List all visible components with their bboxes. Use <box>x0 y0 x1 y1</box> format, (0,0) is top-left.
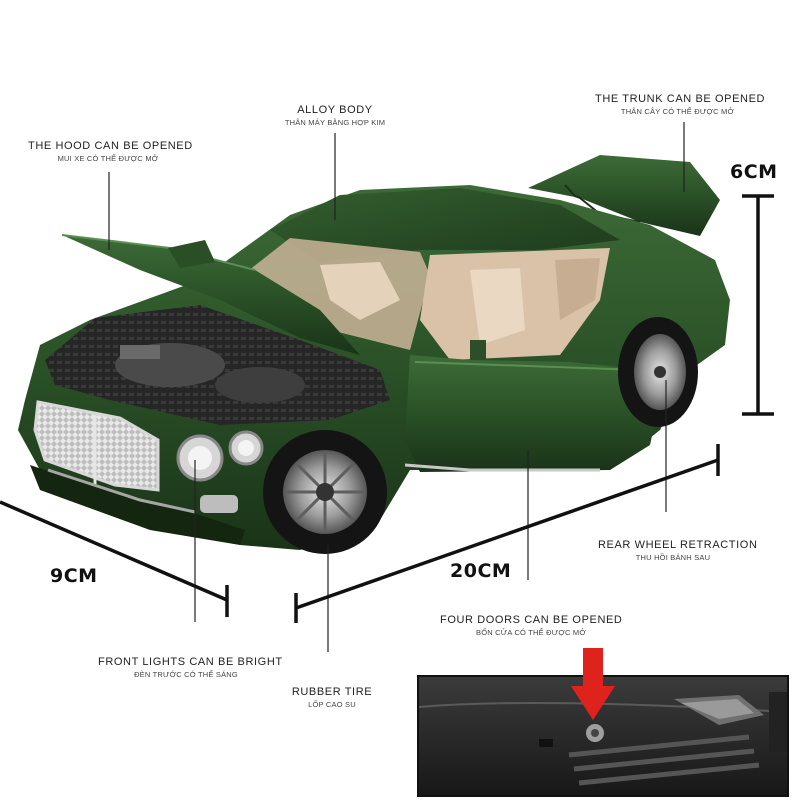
dimension-lines <box>0 194 774 623</box>
rear-wheel <box>618 317 698 427</box>
body-label: ALLOY BODY THÂN MÁY BẰNG HỢP KIM <box>265 104 405 127</box>
hood-label-vi: MUI XE CÓ THỂ ĐƯỢC MỞ <box>57 153 159 163</box>
front-lights-label-vi: ĐÈN TRƯỚC CÓ THỂ SÁNG <box>134 669 238 679</box>
headlights <box>176 430 264 513</box>
tire-label-en: RUBBER TIRE <box>291 686 373 698</box>
doors-label-en: FOUR DOORS CAN BE OPENED <box>440 614 623 626</box>
width-dimension: 9CM <box>50 565 98 587</box>
hood-label-en: THE HOOD CAN BE OPENED <box>28 140 193 152</box>
hood <box>62 235 360 355</box>
height-dimension: 6CM <box>730 161 778 183</box>
rear-wheel-label: REAR WHEEL RETRACTION THU HỒI BÁNH SAU <box>598 539 758 562</box>
doors-label: FOUR DOORS CAN BE OPENED BỐN CỬA CÓ THỂ … <box>440 614 622 637</box>
rear-wheel-label-en: REAR WHEEL RETRACTION <box>598 539 758 551</box>
open-door <box>405 355 660 472</box>
trunk-lid <box>528 155 720 236</box>
tire-label-vi: LỐP CAO SU <box>308 699 356 709</box>
red-arrow-icon <box>571 648 615 720</box>
length-dimension: 20CM <box>450 560 512 582</box>
doors-label-vi: BỐN CỬA CÓ THỂ ĐƯỢC MỞ <box>476 627 586 637</box>
hood-label: THE HOOD CAN BE OPENED MUI XE CÓ THỂ ĐƯỢ… <box>28 140 193 163</box>
trunk-label-vi: THÂN CÂY CÓ THỂ ĐƯỢC MỞ <box>620 106 735 116</box>
front-wheel <box>263 430 387 554</box>
rear-wheel-label-vi: THU HỒI BÁNH SAU <box>635 552 711 562</box>
tire-label: RUBBER TIRE LỐP CAO SU <box>282 686 382 709</box>
front-lights-label-en: FRONT LIGHTS CAN BE BRIGHT <box>98 656 283 668</box>
body-label-vi: THÂN MÁY BẰNG HỢP KIM <box>284 117 386 127</box>
body-label-en: ALLOY BODY <box>297 104 373 116</box>
trunk-label: THE TRUNK CAN BE OPENED THÂN CÂY CÓ THỂ … <box>595 93 766 116</box>
front-lights-label: FRONT LIGHTS CAN BE BRIGHT ĐÈN TRƯỚC CÓ … <box>98 656 283 679</box>
car-roof <box>270 188 620 262</box>
trunk-label-en: THE TRUNK CAN BE OPENED <box>595 93 766 105</box>
